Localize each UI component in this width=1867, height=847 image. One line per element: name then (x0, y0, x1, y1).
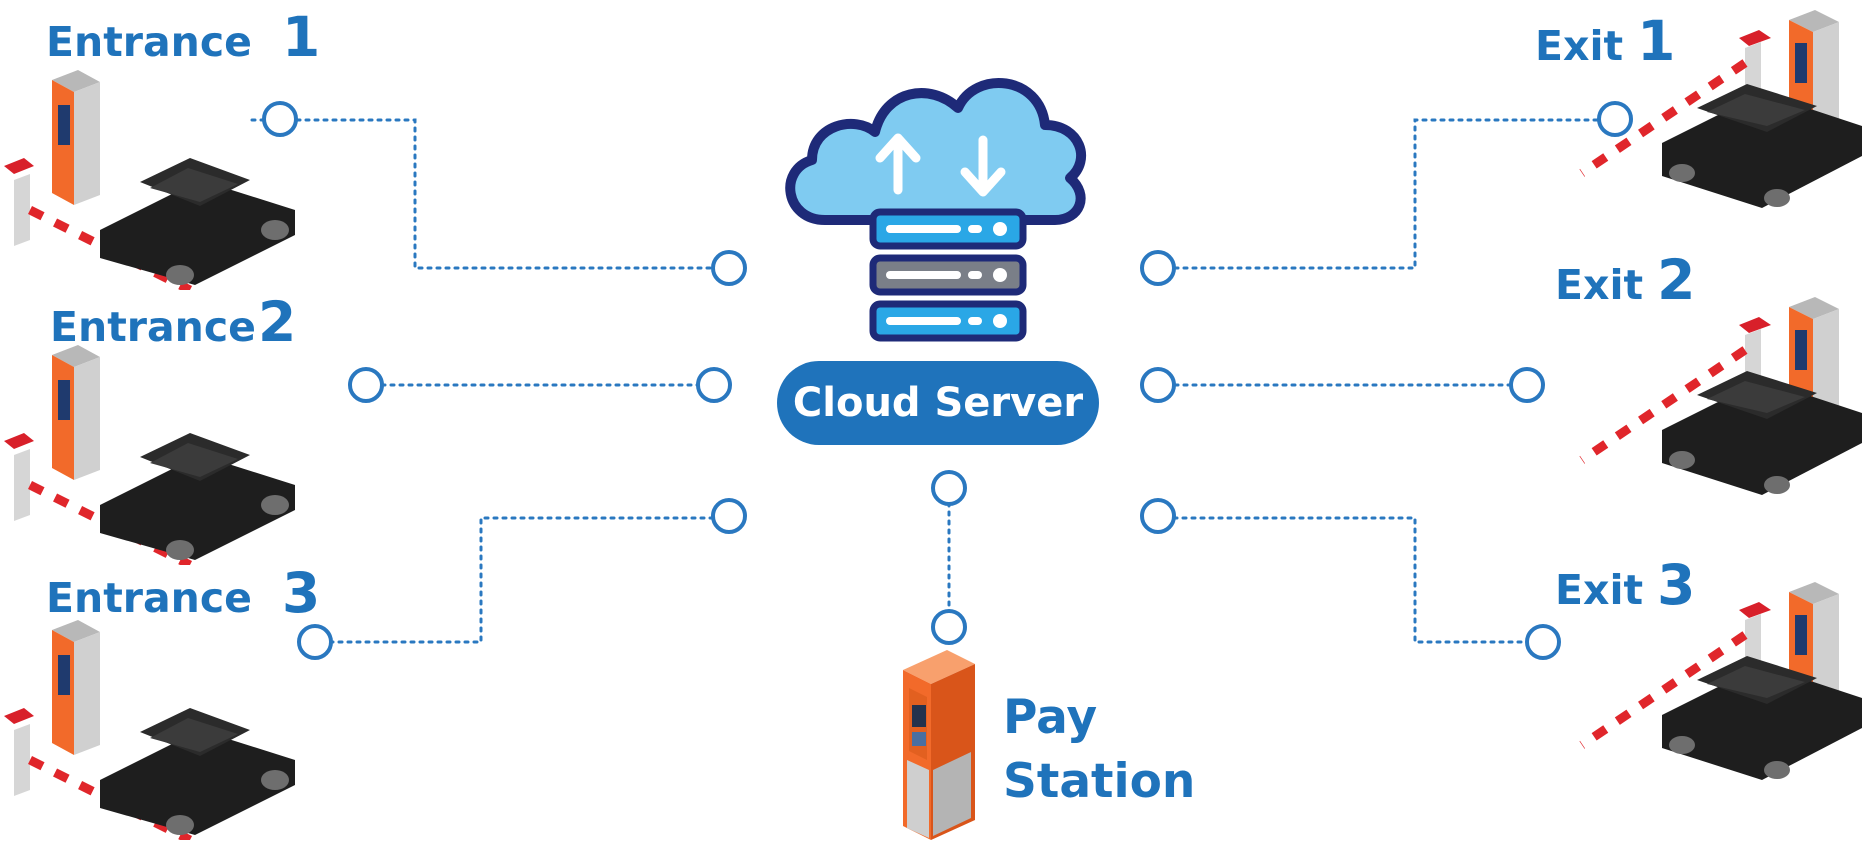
entrance-1-kiosk (52, 70, 100, 205)
exit-1-number: 1 (1637, 9, 1676, 73)
entrance-2-number: 2 (257, 290, 297, 354)
pay-station-kiosk-icon (903, 650, 975, 840)
entrance-1-word: Entrance (46, 18, 252, 66)
entrance-3-car (100, 708, 295, 835)
parking-entrance-icon (4, 620, 295, 840)
node-entrance-1-a (262, 101, 298, 137)
parking-entrance-icon (4, 70, 295, 290)
link-entrance-3 (328, 516, 714, 644)
node-pay-b (931, 609, 967, 645)
exit-2-car (1662, 371, 1862, 495)
exit-2-number: 2 (1657, 248, 1696, 312)
pay-station-label: Pay Station (1003, 686, 1195, 814)
node-entrance-3-b (711, 498, 747, 534)
exit-3-number: 3 (1657, 553, 1696, 617)
pay-station-line1: Pay (1003, 690, 1098, 745)
exit-3-word: Exit (1555, 566, 1644, 614)
parking-exit-icon (1579, 582, 1862, 780)
node-exit-3-a (1525, 624, 1561, 660)
exit-1-word: Exit (1535, 22, 1624, 70)
node-exit-1-b (1140, 250, 1176, 286)
entrance-2-kiosk (52, 345, 100, 480)
link-entrance-1 (250, 118, 714, 270)
parking-exit-icon (1579, 10, 1862, 208)
pay-station-line2: Station (1003, 754, 1196, 809)
parking-entrance-icon (4, 345, 295, 565)
node-entrance-1-b (711, 250, 747, 286)
cloud-server-label: Cloud Server (777, 361, 1099, 445)
arrow-down-icon (960, 135, 1006, 197)
parking-exit-icon (1579, 297, 1862, 495)
entrance-1-number: 1 (281, 5, 321, 69)
node-exit-1-a (1597, 101, 1633, 137)
node-exit-2-a (1509, 367, 1545, 403)
entrance-1-car (100, 158, 295, 285)
entrance-3-number: 3 (281, 561, 321, 625)
node-pay-a (931, 470, 967, 506)
entrance-3-kiosk (52, 620, 100, 755)
node-exit-2-b (1140, 367, 1176, 403)
entrance-2-car (100, 433, 295, 560)
arrow-up-icon (875, 133, 921, 195)
exit-2-word: Exit (1555, 261, 1644, 309)
entrance-3-word: Entrance (46, 574, 252, 622)
node-entrance-3-a (297, 624, 333, 660)
link-exit-3 (1173, 516, 1532, 644)
node-entrance-2-b (696, 367, 732, 403)
cloud-server-icon (785, 78, 1087, 342)
cloud-server-text: Cloud Server (792, 380, 1084, 426)
entrance-2-label: Entrance2 (50, 295, 296, 350)
node-exit-3-b (1140, 498, 1176, 534)
node-entrance-2-a (348, 367, 384, 403)
server-rack (869, 208, 1027, 342)
exit-1-car (1662, 84, 1862, 208)
entrance-2-word: Entrance (50, 303, 256, 351)
link-exit-1 (1173, 118, 1617, 270)
exit-3-car (1662, 656, 1862, 780)
